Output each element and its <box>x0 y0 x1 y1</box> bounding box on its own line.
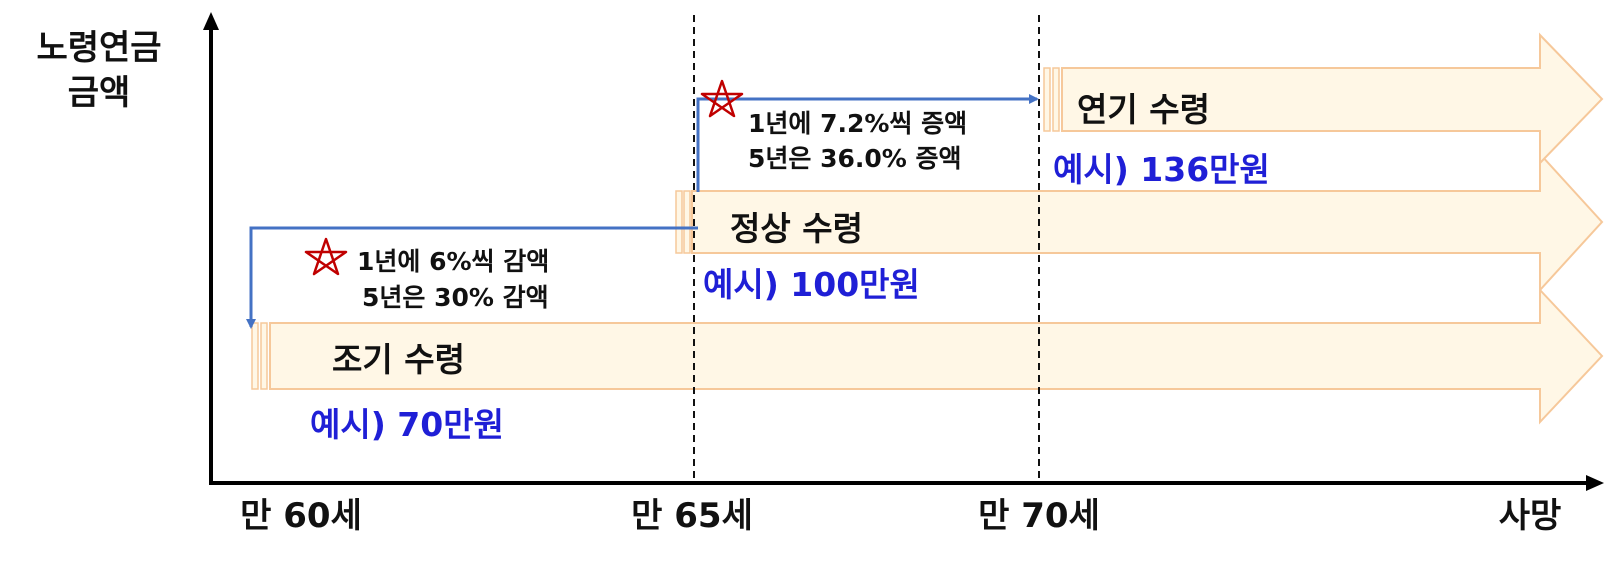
x-tick-death: 사망 <box>1499 496 1562 536</box>
early-band-arrow <box>251 287 1604 425</box>
y-axis-label-line2: 금액 <box>68 73 131 113</box>
increase-note-line1: 1년에 7.2%씩 증액 <box>748 109 967 138</box>
star-icon <box>700 79 744 118</box>
y-axis-label-line1: 노령연금 <box>36 28 161 68</box>
x-tick-age-65: 만 65세 <box>631 496 753 536</box>
decrease-note-line2: 5년은 30% 감액 <box>362 283 549 312</box>
normal-band-label: 정상 수령 <box>730 209 863 248</box>
x-tick-age-60: 만 60세 <box>240 496 362 536</box>
decrease-note-line1: 1년에 6%씩 감액 <box>357 247 549 276</box>
y-axis-arrowhead <box>203 12 219 30</box>
x-tick-age-70: 만 70세 <box>978 496 1100 536</box>
deferred-band-arrow <box>1043 32 1604 166</box>
deferred-band-label: 연기 수령 <box>1077 90 1210 129</box>
increase-connector-arrow <box>696 94 1039 192</box>
early-band-example: 예시) 70만원 <box>310 405 504 444</box>
normal-band-example: 예시) 100만원 <box>703 265 920 304</box>
deferred-band-example: 예시) 136만원 <box>1053 150 1270 189</box>
x-axis-arrowhead <box>1586 475 1604 491</box>
decrease-connector-arrow <box>246 226 698 329</box>
early-band-label: 조기 수령 <box>332 340 465 379</box>
star-icon <box>304 237 348 276</box>
normal-band-arrow <box>675 151 1604 293</box>
increase-note-line2: 5년은 36.0% 증액 <box>748 144 962 173</box>
